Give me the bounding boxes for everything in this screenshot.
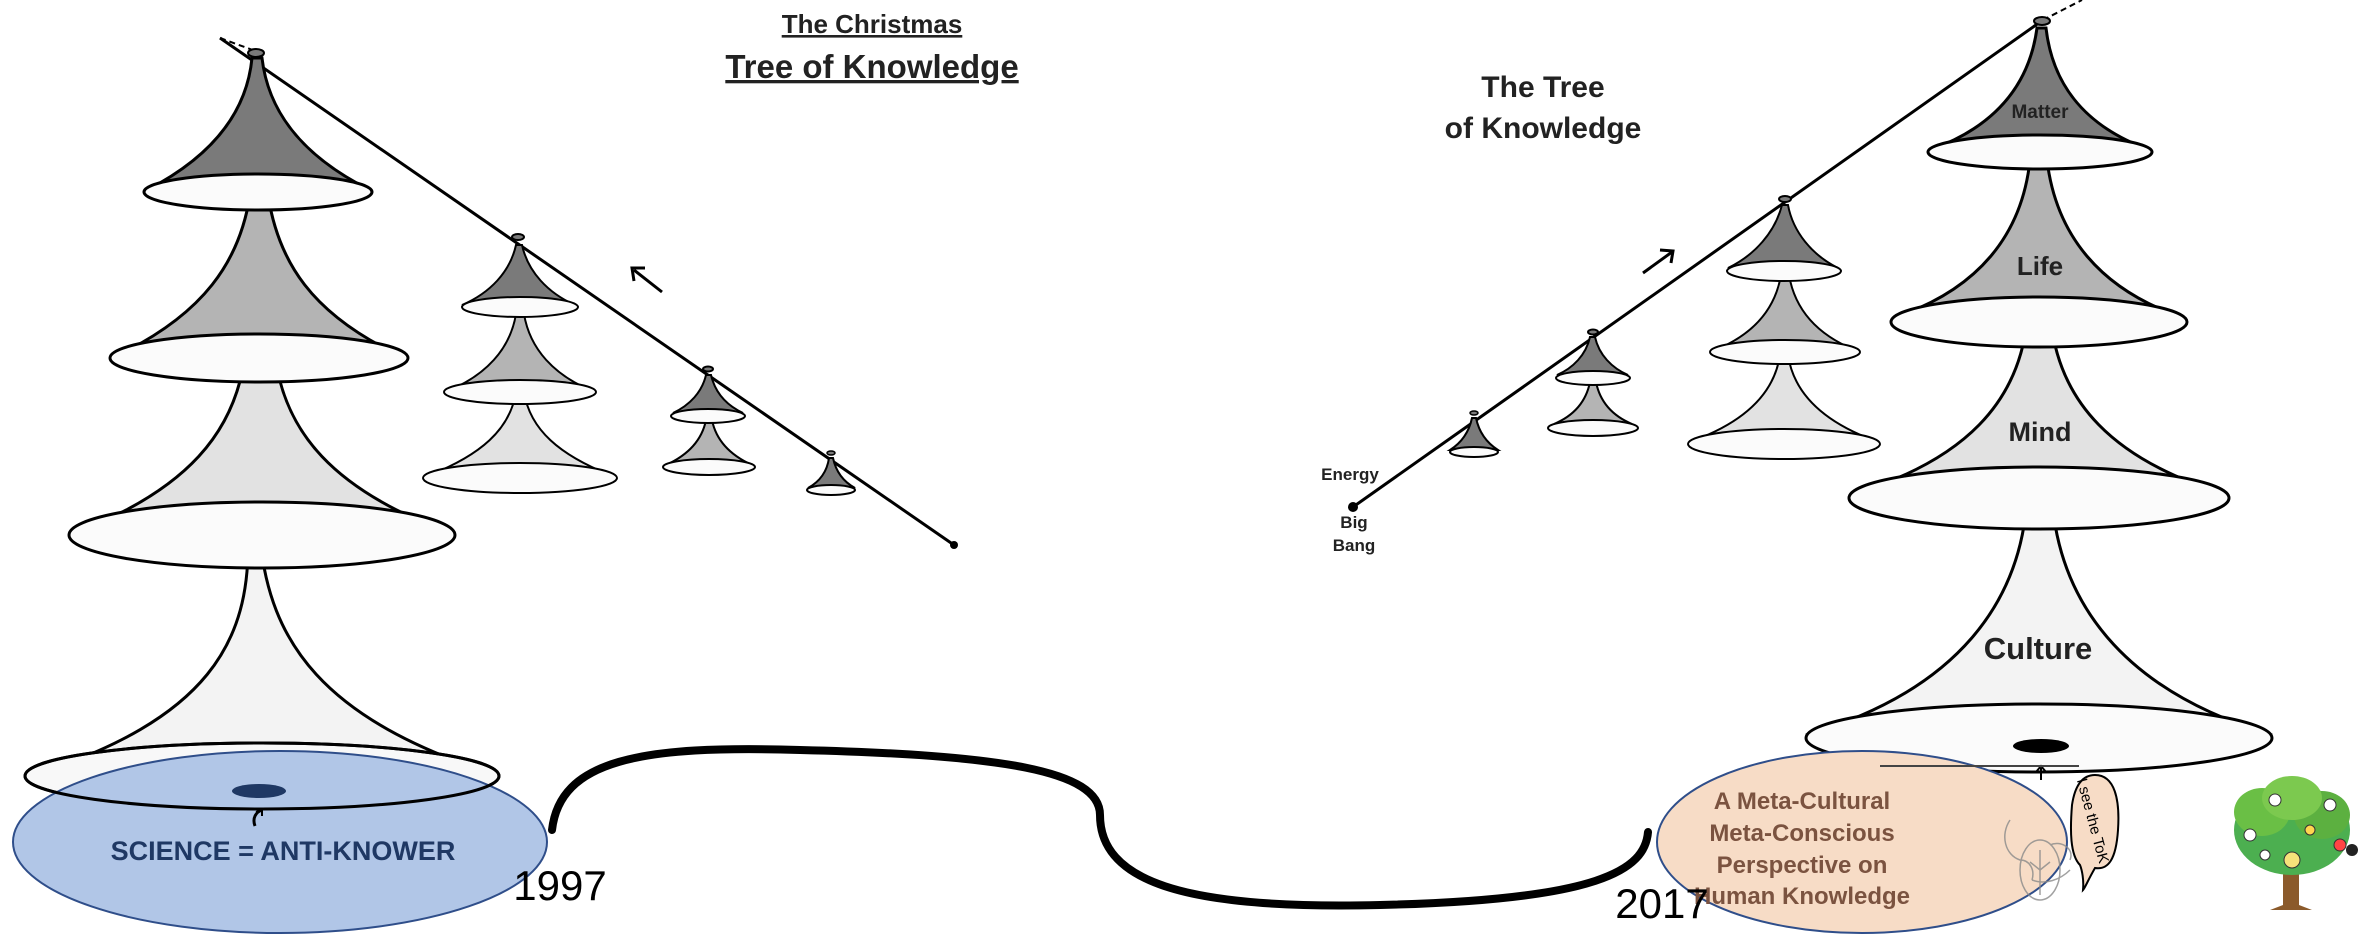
left-title-line1: The Christmas <box>782 9 963 39</box>
left-hole-marker <box>232 784 286 798</box>
left-title-line2: Tree of Knowledge <box>725 48 1018 85</box>
mind-label: Mind <box>2009 417 2072 447</box>
big-bang-point <box>1348 502 1358 512</box>
person-sketch <box>2004 819 2072 901</box>
right-base-line4: Human Knowledge <box>1694 883 1910 910</box>
left-diagram: The Christmas Tree of Knowledge <box>12 9 1019 934</box>
right-medium-tree <box>1687 195 1881 460</box>
right-title-line2: of Knowledge <box>1445 112 1642 145</box>
left-base-ellipse <box>12 750 548 934</box>
right-diagram: The Tree of Knowledge Energy Big Bang <box>1321 0 2274 934</box>
left-medium-tree <box>422 233 618 494</box>
energy-label: Energy <box>1321 465 1379 484</box>
small-tree-icon <box>2234 776 2358 910</box>
bang-label: Bang <box>1333 536 1376 555</box>
right-tiny-tree <box>1446 410 1502 458</box>
right-base-line2: Meta-Conscious <box>1709 820 1894 847</box>
right-base-ellipse <box>1656 750 2068 934</box>
up-left-arrow-icon <box>630 266 663 294</box>
matter-label: Matter <box>2011 102 2069 123</box>
left-tiny-tree <box>806 450 856 496</box>
speech-bubble: I see the ToK <box>2069 773 2120 893</box>
big-label: Big <box>1340 513 1367 532</box>
right-diagonal-line <box>1352 18 2044 509</box>
right-hole-marker <box>2013 739 2069 753</box>
left-base-label: SCIENCE = ANTI-KNOWER <box>111 836 456 866</box>
right-year-label: 2017 <box>1615 880 1708 927</box>
life-label: Life <box>2017 251 2063 281</box>
connecting-curve <box>548 745 1652 910</box>
culture-label: Culture <box>1984 631 2093 666</box>
right-small-tree <box>1547 328 1639 437</box>
left-line-endpoint <box>950 541 958 549</box>
left-year-label: 1997 <box>513 862 606 909</box>
left-small-tree <box>662 365 756 476</box>
left-big-tree <box>23 48 501 811</box>
right-title-line1: The Tree <box>1481 71 1604 104</box>
right-base-line3: Perspective on <box>1717 852 1888 879</box>
up-right-arrow-icon <box>1642 248 1675 275</box>
right-big-tree: Matter Life Mind Culture <box>1804 16 2274 774</box>
right-base-line1: A Meta-Cultural <box>1714 788 1890 815</box>
